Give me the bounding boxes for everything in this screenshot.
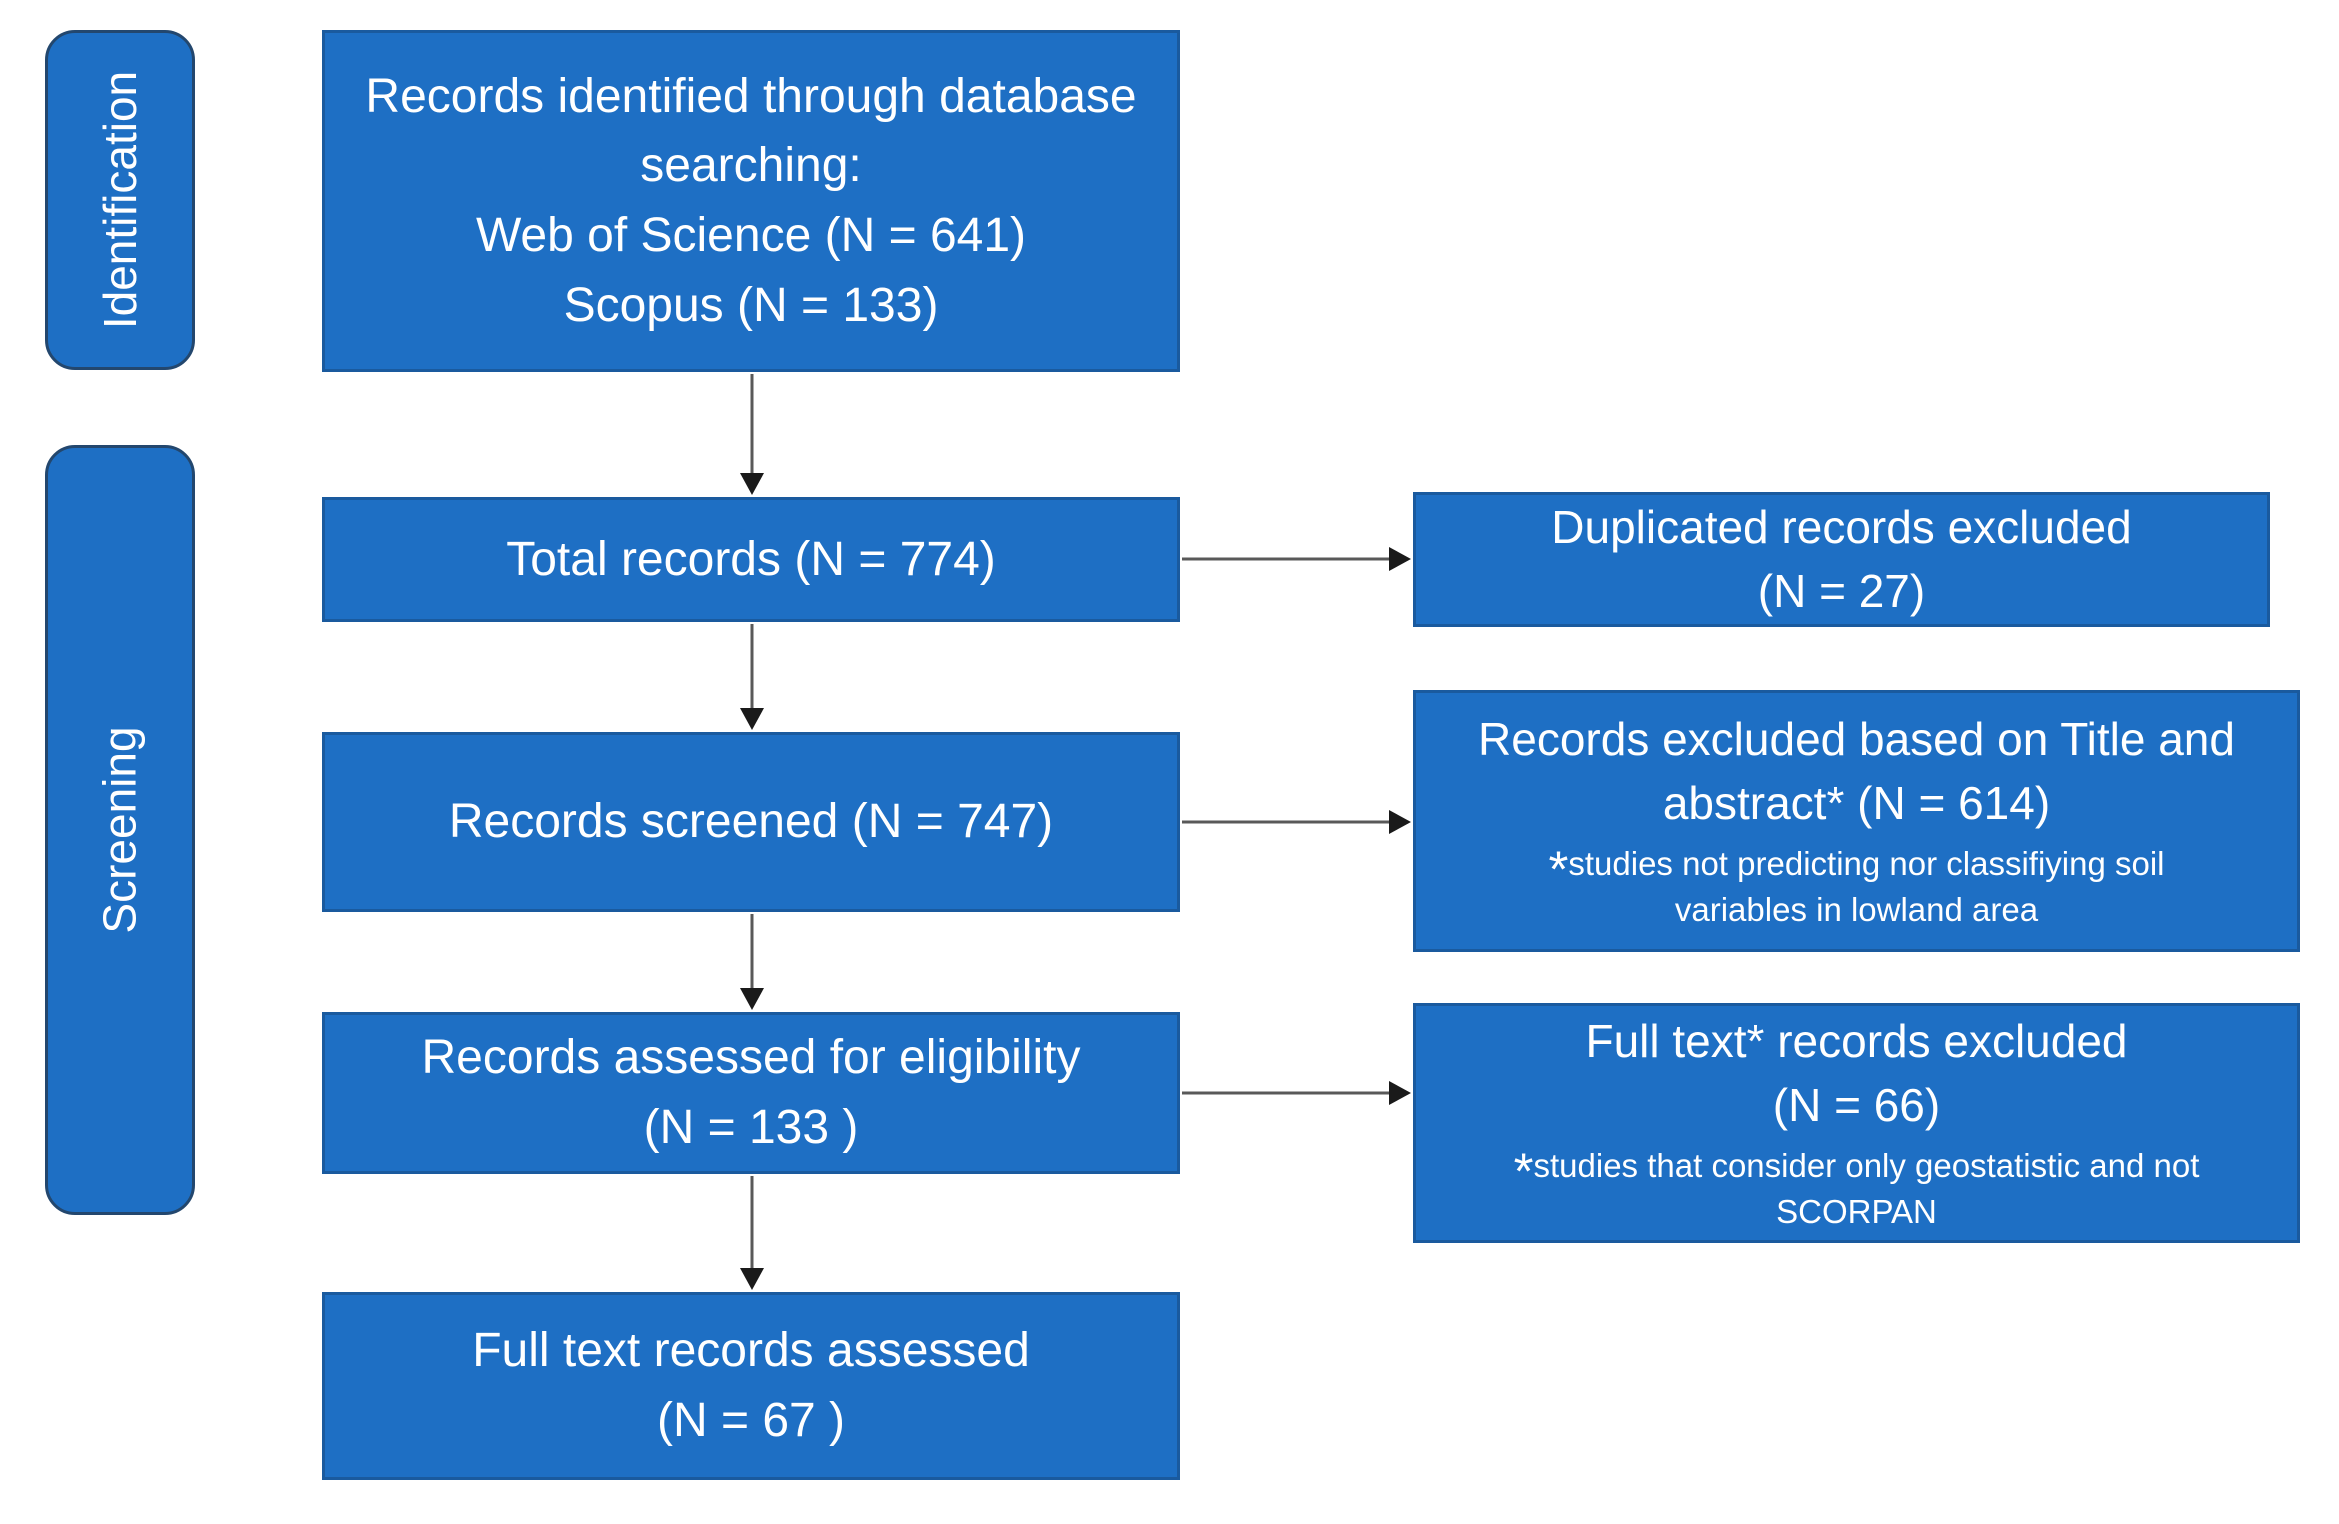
arrow-line [1182,557,1391,561]
arrow-screened-to-title-abstract-excluded [1182,809,1411,835]
arrow-down-icon [740,988,764,1010]
stage-label-identification: Identification [45,30,195,370]
stage-label-screening: Screening [45,445,195,1215]
arrow-line [750,624,754,710]
box-duplicated-records-excluded: Duplicated records excluded (N = 27) [1413,492,2270,627]
box-records-identified-text: Records identified through database sear… [365,69,1137,332]
arrow-identified-to-total [739,374,765,495]
footnote-text: studies that consider only geostatistic … [1533,1147,2200,1231]
arrow-eligibility-to-fulltext-excluded [1182,1080,1411,1106]
arrow-eligibility-to-fulltext [739,1176,765,1290]
box-records-excluded-title-abstract: Records excluded based on Title and abst… [1413,690,2300,952]
box-full-text-records-excluded-title: Full text* records excluded (N = 66) [1585,1015,2128,1131]
arrow-right-icon [1389,810,1411,834]
box-records-screened: Records screened (N = 747) [322,732,1180,912]
arrow-line [750,374,754,475]
footnote-asterisk-icon: * [1513,1142,1534,1200]
box-total-records: Total records (N = 774) [322,497,1180,622]
arrow-total-to-duplicates-excluded [1182,546,1411,572]
box-records-excluded-title-abstract-title: Records excluded based on Title and abst… [1478,713,2235,829]
arrow-line [750,1176,754,1270]
arrow-screened-to-eligibility [739,914,765,1010]
arrow-total-to-screened [739,624,765,730]
arrow-line [1182,1091,1391,1095]
box-full-text-records-assessed-text: Full text records assessed (N = 67 ) [472,1324,1030,1447]
box-records-identified: Records identified through database sear… [322,30,1180,372]
box-records-screened-text: Records screened (N = 747) [448,795,1054,849]
box-full-text-records-excluded-note: *studies that consider only geostatistic… [1514,1143,2200,1235]
box-full-text-records-excluded: Full text* records excluded (N = 66) *st… [1413,1003,2300,1243]
box-records-assessed-eligibility-text: Records assessed for eligibility (N = 13… [421,1031,1081,1154]
box-total-records-text: Total records (N = 774) [506,532,996,586]
stage-label-screening-text: Screening [94,726,147,934]
arrow-down-icon [740,708,764,730]
stage-label-identification-text: Identification [94,70,146,330]
arrow-right-icon [1389,1081,1411,1105]
arrow-right-icon [1389,547,1411,571]
footnote-text: studies not predicting nor classifiying … [1568,845,2165,929]
box-duplicated-records-excluded-text: Duplicated records excluded (N = 27) [1551,501,2132,617]
arrow-down-icon [740,473,764,495]
box-records-excluded-title-abstract-note: *studies not predicting nor classifiying… [1548,841,2164,933]
arrow-line [750,914,754,990]
box-full-text-records-assessed: Full text records assessed (N = 67 ) [322,1292,1180,1480]
footnote-asterisk-icon: * [1548,840,1569,898]
arrow-line [1182,820,1391,824]
box-records-assessed-eligibility: Records assessed for eligibility (N = 13… [322,1012,1180,1174]
arrow-down-icon [740,1268,764,1290]
